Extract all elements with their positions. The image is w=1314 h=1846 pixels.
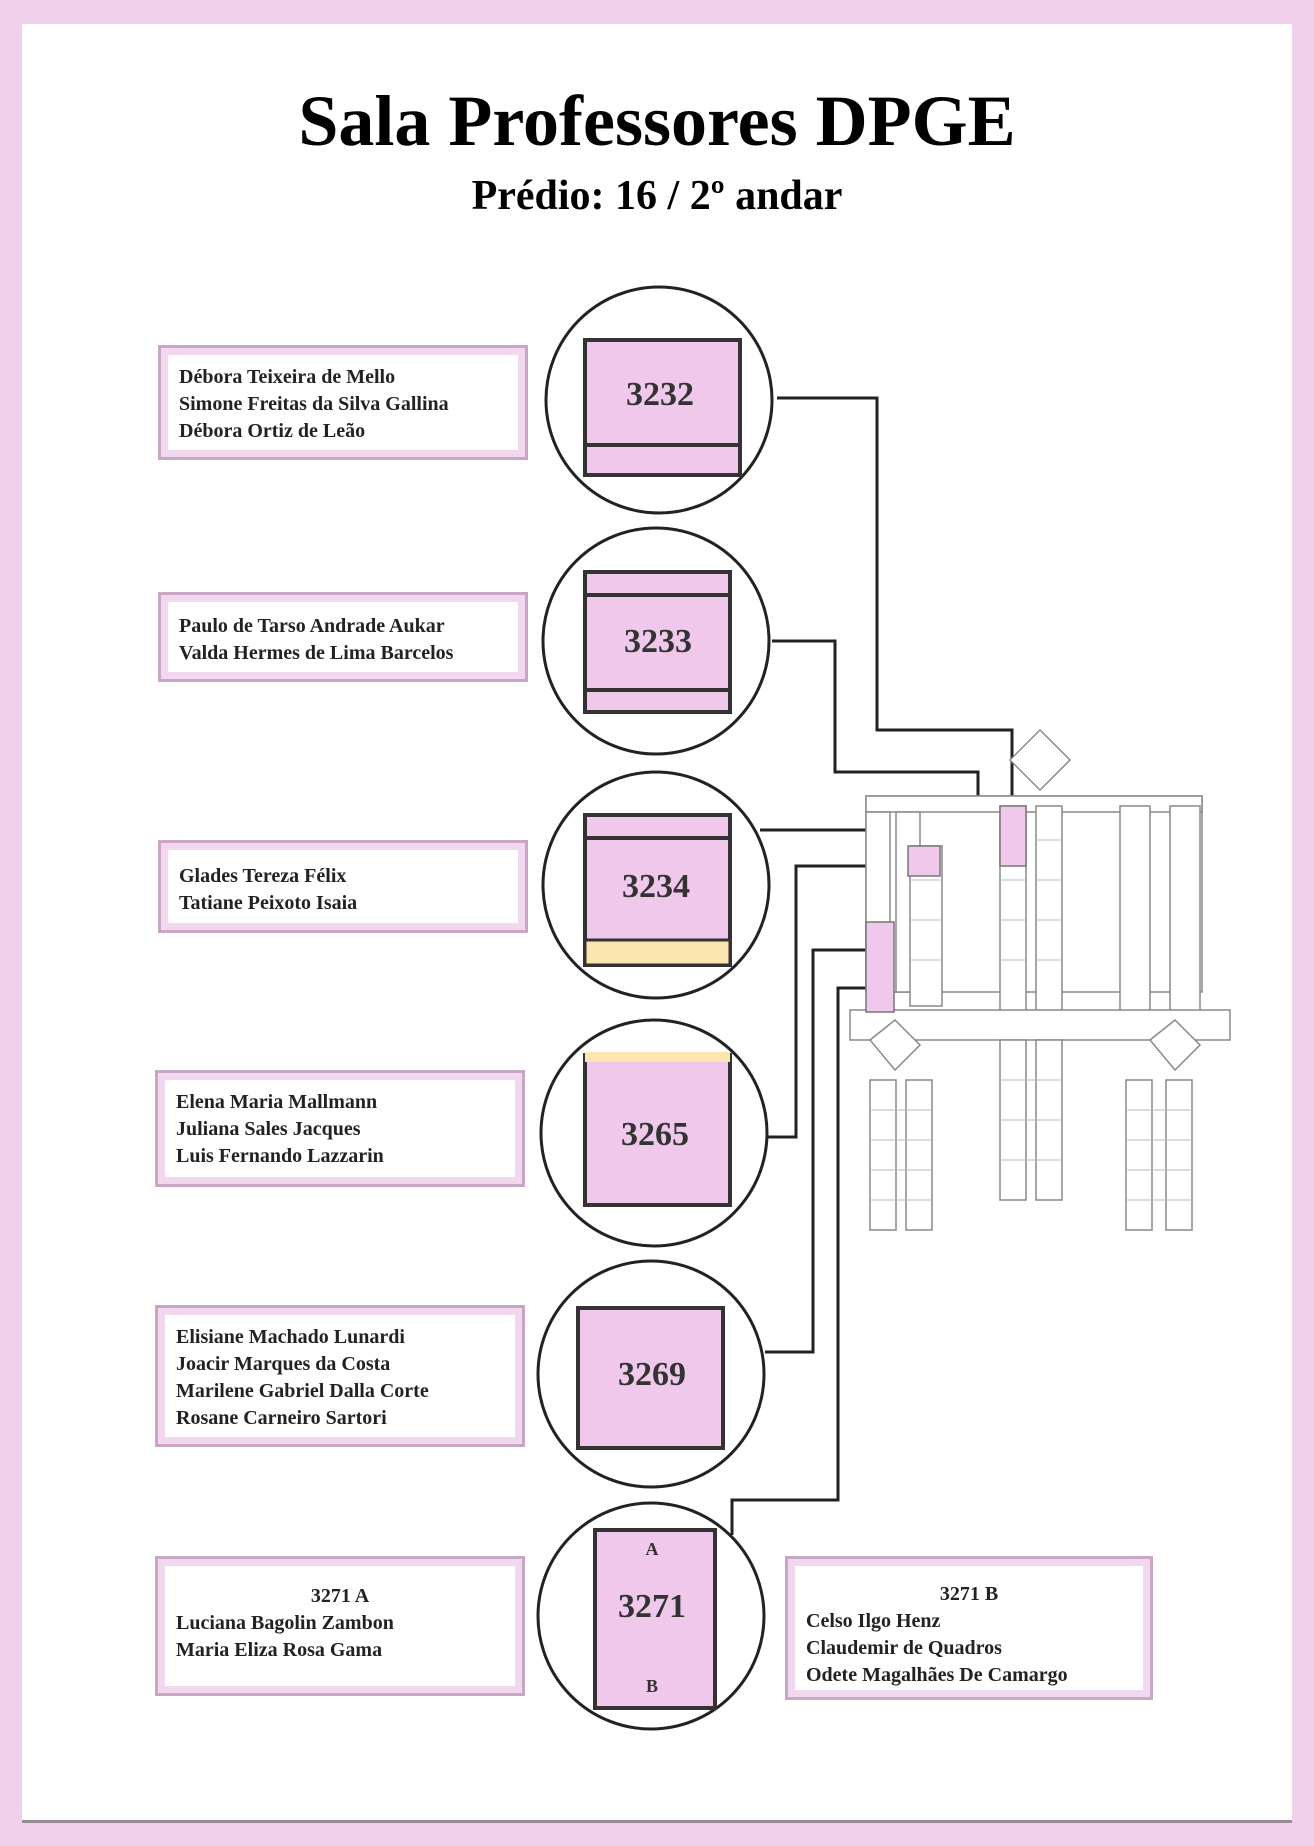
occupant-name: Joacir Marques da Costa [176, 1353, 391, 1375]
room-3269-zoom: 3269 [536, 1259, 766, 1489]
occupant-name: Juliana Sales Jacques [176, 1118, 361, 1140]
occupant-name: Luis Fernando Lazzarin [176, 1145, 384, 1167]
occupants-box-3234: Glades Tereza Félix Tatiane Peixoto Isai… [158, 840, 528, 933]
occupants-box-3265: Elena Maria Mallmann Juliana Sales Jacqu… [155, 1070, 525, 1187]
page-subtitle: Prédio: 16 / 2º andar [471, 173, 843, 219]
occupant-name: Débora Teixeira de Mello [179, 366, 396, 388]
room-number-3233: 3233 [624, 623, 692, 660]
occupant-name: Claudemir de Quadros [806, 1637, 1002, 1659]
occupant-name: Paulo de Tarso Andrade Aukar [179, 615, 445, 637]
occupant-name: Elisiane Machado Lunardi [176, 1326, 405, 1348]
occupants-box-3271b: 3271 B Celso Ilgo Henz Claudemir de Quad… [785, 1556, 1153, 1700]
room-heading: 3271 B [939, 1583, 999, 1605]
occupants-box-3233: Paulo de Tarso Andrade Aukar Valda Herme… [158, 592, 528, 682]
room-3265-zoom: 3265 [539, 1018, 769, 1248]
occupant-name: Tatiane Peixoto Isaia [179, 892, 358, 914]
highlighted-rooms [865, 805, 1027, 1013]
occupants-box-3232: Débora Teixeira de Mello Simone Freitas … [158, 345, 528, 460]
room-number-3234: 3234 [622, 868, 690, 905]
occupant-name: Maria Eliza Rosa Gama [176, 1639, 383, 1661]
occupant-name: Valda Hermes de Lima Barcelos [179, 642, 454, 664]
occupant-name: Rosane Carneiro Sartori [176, 1407, 387, 1429]
room-3271-label-a: A [646, 1539, 659, 1559]
occupant-name: Odete Magalhães De Camargo [806, 1664, 1068, 1686]
room-3271-label-b: B [646, 1676, 658, 1696]
occupants-box-3271a: 3271 A Luciana Bagolin Zambon Maria Eliz… [155, 1556, 525, 1696]
room-3233-zoom: 3233 [541, 526, 771, 756]
room-number-3269: 3269 [618, 1356, 686, 1393]
occupant-name: Simone Freitas da Silva Gallina [179, 393, 449, 415]
room-3234-zoom: 3234 [541, 770, 771, 1000]
occupant-name: Glades Tereza Félix [179, 865, 347, 887]
bottom-rule [22, 1820, 1292, 1823]
occupant-name: Luciana Bagolin Zambon [176, 1612, 394, 1634]
room-3271-zoom: A 3271 B [536, 1501, 766, 1731]
room-number-3232: 3232 [626, 376, 694, 413]
page-title: Sala Professores DPGE [298, 81, 1016, 161]
room-heading: 3271 A [310, 1585, 370, 1607]
room-number-3271: 3271 [618, 1588, 686, 1625]
occupant-name: Elena Maria Mallmann [176, 1091, 378, 1113]
occupant-name: Débora Ortiz de Leão [179, 420, 366, 442]
occupant-name: Celso Ilgo Henz [806, 1610, 941, 1632]
occupant-name: Marilene Gabriel Dalla Corte [176, 1380, 429, 1402]
occupants-box-3269: Elisiane Machado Lunardi Joacir Marques … [155, 1305, 525, 1447]
floor-plan [849, 728, 1231, 1231]
room-3232-zoom: 3232 [544, 285, 774, 515]
room-number-3265: 3265 [621, 1116, 689, 1153]
